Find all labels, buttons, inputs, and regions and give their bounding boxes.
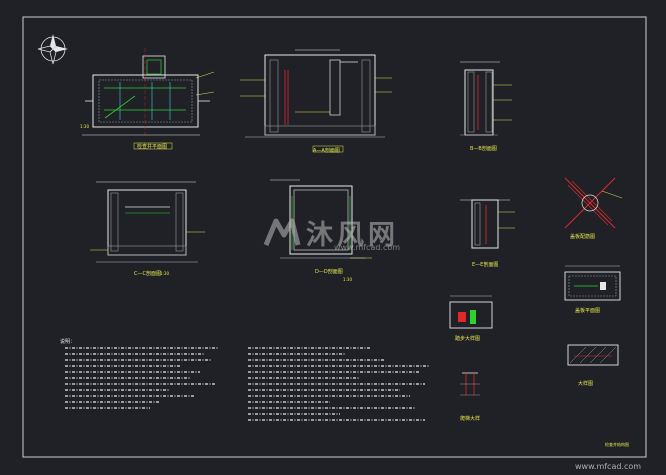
- plan-view-title: 检查井平面图: [137, 143, 167, 150]
- detail-2-title: 踏步大样图: [455, 335, 480, 342]
- plan-view: 1:30: [80, 48, 215, 150]
- section-e-title: E—E剖面图: [472, 261, 498, 268]
- section-d-scale: 1:30: [343, 277, 352, 282]
- notes-heading: 说明：: [60, 338, 75, 345]
- general-notes-center: [248, 347, 430, 421]
- detail-ladder: [460, 372, 480, 396]
- section-d-title: D—D剖面图: [315, 268, 343, 275]
- section-c-view: [90, 181, 205, 263]
- section-a-view: [240, 49, 392, 153]
- section-b-view: [460, 61, 512, 136]
- sheet-frame: [22, 16, 647, 458]
- section-a-title: A—A剖面图: [313, 147, 340, 154]
- section-c-title: C—C剖面图: [134, 270, 161, 277]
- detail-5-title: 大样图: [578, 380, 593, 387]
- compass-rose-icon: [37, 34, 68, 65]
- title-block-text: 检查井结构图: [605, 441, 629, 447]
- section-b-title: B—B剖面图: [470, 145, 497, 152]
- detail-3-title: 盖板平面图: [575, 307, 600, 314]
- section-e-view: [460, 199, 515, 249]
- section-c-scale: 1:30: [160, 271, 169, 276]
- detail-step-plan: [449, 295, 493, 329]
- detail-1-title: 盖板配筋图: [570, 233, 595, 240]
- detail-4-title: 爬梯大样: [460, 415, 480, 422]
- svg-text:1:30: 1:30: [80, 124, 89, 129]
- detail-rebar-cross: [564, 177, 623, 229]
- detail-hatched-section: [567, 344, 619, 366]
- detail-cover-plan: [564, 265, 621, 301]
- site-watermark: www.mfcad.com: [575, 462, 642, 471]
- general-notes-left: [65, 347, 218, 409]
